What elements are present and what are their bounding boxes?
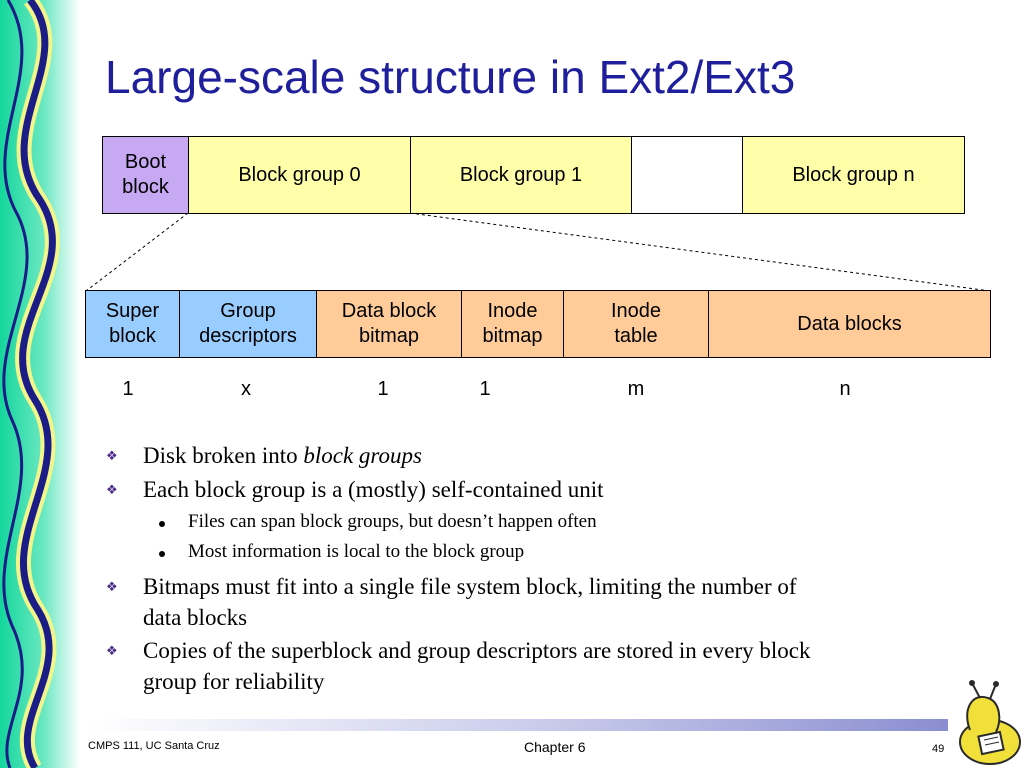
slide-title: Large-scale structure in Ext2/Ext3: [105, 51, 796, 103]
group-descriptors: Group descriptors: [179, 290, 317, 358]
count-inode-bitmap: 1: [479, 378, 491, 400]
super-block-label-line1: Super: [105, 300, 160, 322]
count-data-block-bitmap: 1: [377, 378, 389, 400]
group-descriptors-label-line2: descriptors: [199, 325, 297, 347]
sub-bullet-marker-2: [159, 551, 165, 557]
data-block-bitmap-label-line1: Data block: [341, 300, 437, 322]
footer-page-number: 49: [932, 743, 945, 755]
bullet-marker-1: ❖: [106, 449, 118, 464]
bullet-1: Disk broken into block groups: [143, 440, 983, 471]
bullet-4: Copies of the superblock and group descr…: [143, 635, 983, 697]
boot-block: Boot block: [102, 136, 189, 214]
data-block-bitmap-label-line2: bitmap: [358, 325, 420, 347]
slug-mascot-icon: [959, 680, 1021, 765]
block-group-1-label: Block group 1: [459, 163, 583, 186]
group-descriptors-label-line1: Group: [220, 300, 276, 322]
sub-bullet-2: Most information is local to the block g…: [188, 541, 525, 562]
bullet-4-line-2: group for reliability: [143, 669, 325, 694]
bullet-4-line-1: Copies of the superblock and group descr…: [143, 638, 811, 663]
inode-table: Inode table: [563, 290, 709, 358]
boot-block-label-line1: Boot: [124, 151, 167, 173]
data-blocks: Data blocks: [708, 290, 991, 358]
bullet-1-emphasis: block groups: [303, 443, 422, 468]
block-group-n: Block group n: [742, 136, 965, 214]
bullet-2: Each block group is a (mostly) self-cont…: [143, 477, 604, 502]
footer-course: CMPS 111, UC Santa Cruz: [88, 740, 220, 752]
block-group-1: Block group 1: [410, 136, 632, 214]
bullet-3: Bitmaps must fit into a single file syst…: [143, 571, 983, 633]
footer-gradient-bar: [88, 719, 948, 731]
footer-chapter: Chapter 6: [524, 739, 586, 755]
inode-table-label-line2: table: [614, 325, 658, 347]
sub-bullet-marker-1: [159, 521, 165, 527]
block-group-n-label: Block group n: [792, 163, 915, 186]
block-group-0-label: Block group 0: [238, 163, 361, 186]
bullet-3-line-1: Bitmaps must fit into a single file syst…: [143, 574, 797, 599]
inode-bitmap-label-line1: Inode: [487, 300, 538, 322]
inode-bitmap-label-line2: bitmap: [482, 325, 543, 347]
super-block-label-line2: block: [109, 325, 156, 347]
bullet-marker-4: ❖: [106, 644, 118, 659]
count-group-descriptors: x: [241, 378, 251, 400]
bullet-1-text: Disk broken into: [143, 443, 304, 468]
block-group-0: Block group 0: [188, 136, 411, 214]
block-group-gap: [631, 136, 743, 214]
inode-table-label-line1: Inode: [610, 300, 662, 322]
count-super-block: 1: [122, 378, 134, 400]
count-data-blocks: n: [839, 378, 851, 400]
data-block-bitmap: Data block bitmap: [316, 290, 462, 358]
bullet-marker-3: ❖: [106, 580, 118, 595]
decorative-wave-border: [0, 0, 80, 768]
inode-bitmap: Inode bitmap: [461, 290, 564, 358]
super-block: Super block: [85, 290, 180, 358]
bullet-marker-2: ❖: [106, 483, 118, 498]
data-blocks-label: Data blocks: [797, 312, 902, 335]
bullet-3-line-2: data blocks: [143, 605, 248, 630]
sub-bullet-1: Files can span block groups, but doesn’t…: [188, 511, 597, 532]
count-inode-table: m: [627, 378, 645, 400]
boot-block-label-line2: block: [122, 176, 169, 198]
